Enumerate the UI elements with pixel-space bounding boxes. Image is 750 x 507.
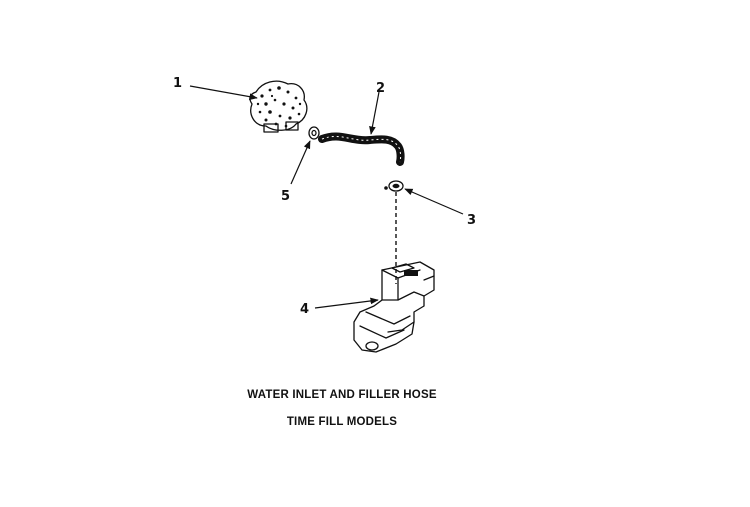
leader-line-4 (314, 297, 379, 309)
callout-5: 5 (281, 189, 290, 204)
callout-4: 4 (300, 302, 309, 317)
leader-line-3 (404, 188, 464, 215)
callout-1: 1 (173, 76, 182, 91)
callout-3: 3 (467, 213, 476, 228)
leader-line-1 (189, 85, 258, 100)
diagram-caption-subtitle: TIME FILL MODELS (286, 416, 398, 428)
leader-lines (189, 85, 464, 309)
leader-line-5 (290, 140, 311, 185)
callout-2: 2 (376, 81, 385, 96)
leader-line-2 (369, 91, 380, 135)
diagram-caption-title: WATER INLET AND FILLER HOSE (247, 389, 437, 401)
water-inlet-valve-part (249, 80, 308, 133)
hose-clamp-small-part (308, 126, 320, 140)
filler-hose-part (318, 132, 405, 166)
fill-funnel-part (353, 261, 435, 353)
hose-clamp-part (384, 180, 404, 192)
